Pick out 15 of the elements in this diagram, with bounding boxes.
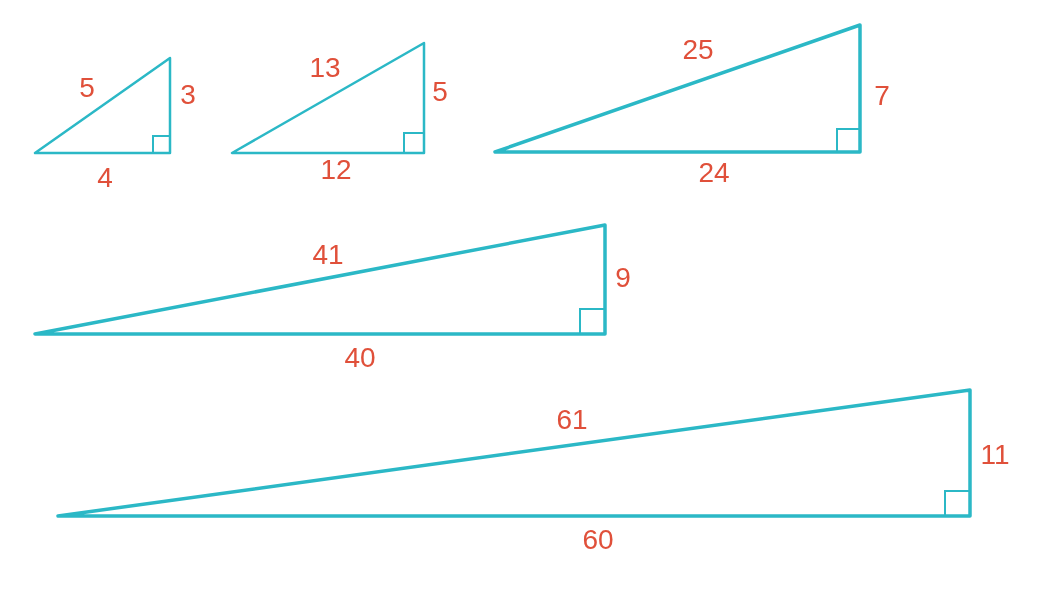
side-length-label: 9 [615,264,631,292]
side-length-label: 25 [682,36,714,64]
side-length-label: 7 [874,82,890,110]
side-length-label: 11 [980,441,1010,469]
side-length-label: 40 [344,344,376,372]
side-length-label: 24 [698,159,730,187]
side-length-label: 5 [432,78,448,106]
side-length-label: 13 [309,54,341,82]
side-length-label: 5 [79,74,95,102]
side-length-label: 61 [556,406,588,434]
side-length-label: 12 [320,156,352,184]
side-length-label: 60 [582,526,614,554]
side-length-label: 3 [180,81,196,109]
side-length-label: 4 [97,164,113,192]
side-length-label: 41 [312,241,344,269]
